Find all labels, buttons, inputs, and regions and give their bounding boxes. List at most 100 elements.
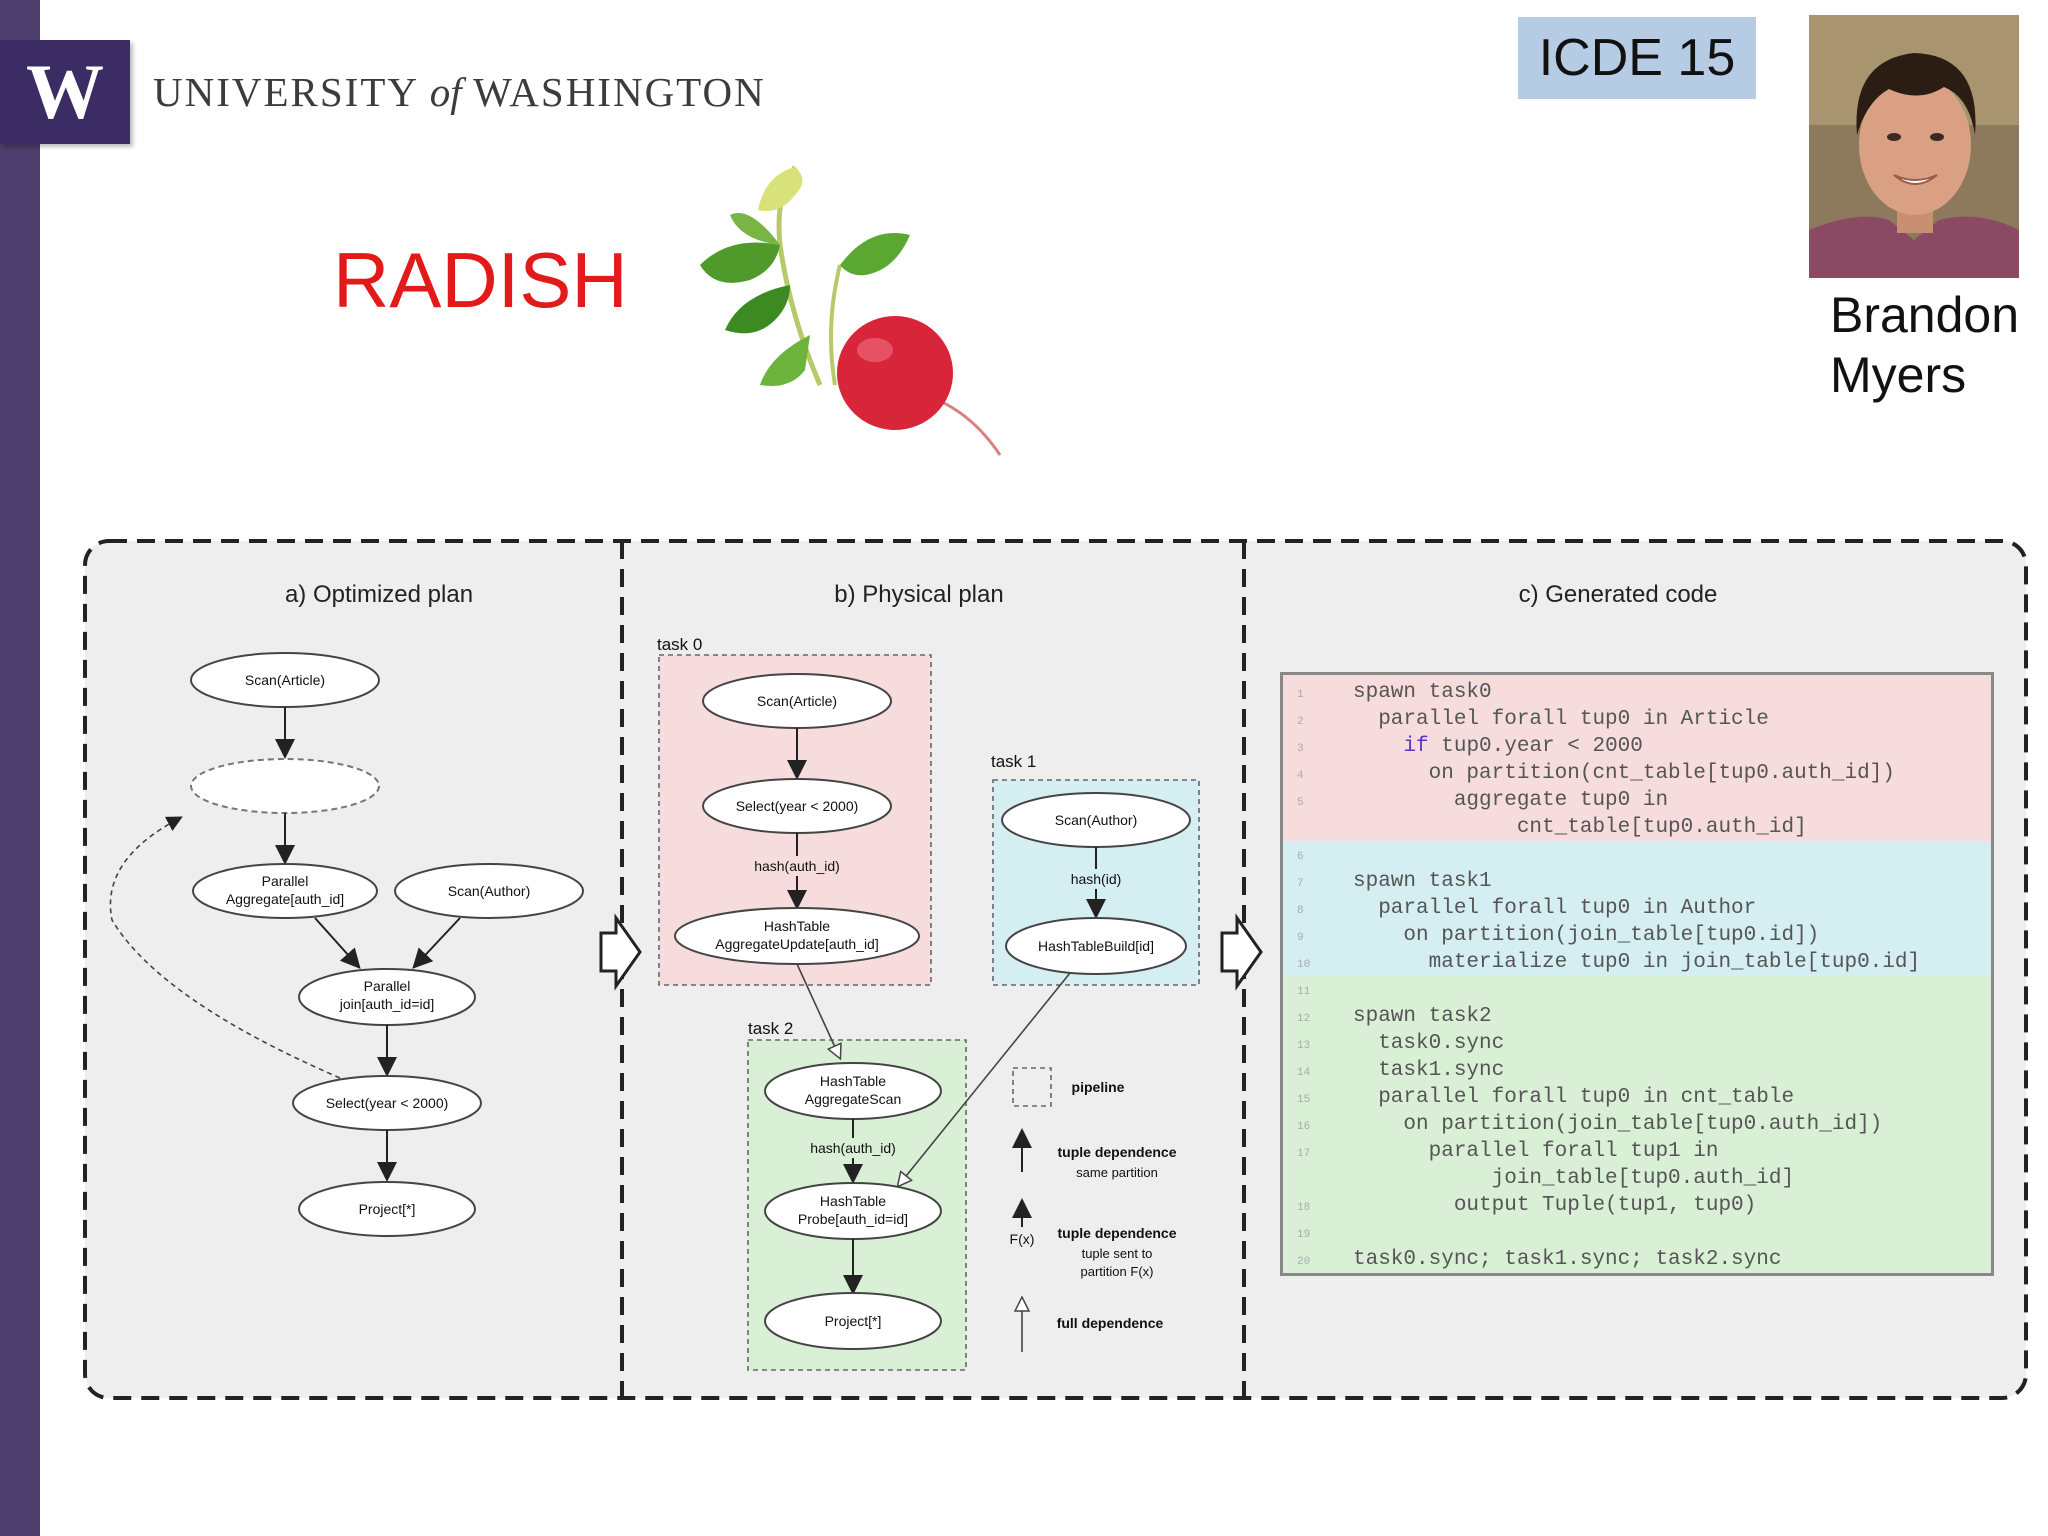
node-scan-author	[394, 863, 584, 919]
phys-agg-scan-label-2: AggregateScan	[805, 1091, 902, 1107]
line-number: 2	[1297, 716, 1304, 728]
university-name-post: WASHINGTON	[461, 69, 766, 115]
node-removed-placeholder	[190, 758, 380, 814]
code-text: on partition(join_table[tup0.auth_id])	[1353, 1113, 1883, 1136]
task1-label: task 1	[991, 752, 1036, 771]
panel-c-title: c) Generated code	[1519, 581, 1718, 608]
author-last-name: Myers	[1830, 347, 1967, 403]
phys-build	[1005, 917, 1187, 975]
line-number: 14	[1297, 1067, 1311, 1079]
university-name: UNIVERSITY of WASHINGTON	[153, 68, 766, 116]
transition-arrow-2	[1220, 913, 1263, 991]
panel-b-title: b) Physical plan	[834, 581, 1003, 608]
left-accent-bar	[0, 0, 40, 1536]
slide-title: RADISH	[333, 236, 628, 324]
node-parallel-aggregate-label-1: Parallel	[262, 873, 309, 889]
university-name-of: of	[429, 69, 462, 115]
phys-hash-auth-id-2: hash(auth_id)	[810, 1140, 896, 1156]
line-number: 11	[1297, 986, 1311, 998]
code-line: cnt_table[tup0.auth_id]	[1283, 814, 1807, 841]
generated-code: 1 spawn task0 2 parallel forall tup0 in Ar…	[1280, 672, 1994, 1276]
code-text: spawn task1	[1353, 870, 1492, 893]
code-line: 13 task0.sync	[1283, 1030, 1504, 1057]
code-line: 16 on partition(join_table[tup0.auth_id]…	[1283, 1111, 1882, 1138]
phys-scan-article-label: Scan(Article)	[757, 693, 837, 709]
phys-probe-label-1: HashTable	[820, 1193, 886, 1209]
line-number: 9	[1297, 932, 1304, 944]
line-number: 8	[1297, 905, 1304, 917]
radish-illustration	[700, 165, 1002, 456]
node-parallel-join-label-1: Parallel	[364, 978, 411, 994]
code-line: 11	[1283, 976, 1353, 1003]
legend-tuple-dep-2-label: tuple dependence	[1057, 1225, 1176, 1241]
author-name: Brandon Myers	[1830, 285, 2019, 405]
task2-label: task 2	[748, 1019, 793, 1038]
legend: pipeline tuple dependence same partition…	[1006, 1067, 1177, 1352]
line-number: 15	[1297, 1094, 1311, 1106]
code-text: task0.sync; task1.sync; task2.sync	[1353, 1248, 1782, 1271]
task0-label: task 0	[657, 635, 702, 654]
physical-plan: task 0 task 1 task 2 Scan(Article) Selec…	[657, 635, 1200, 1371]
code-line: 12 spawn task2	[1283, 1003, 1492, 1030]
code-line: 1 spawn task0	[1283, 679, 1492, 706]
code-text: cnt_table[tup0.auth_id]	[1353, 816, 1807, 839]
line-number: 5	[1297, 797, 1304, 809]
node-project	[298, 1181, 476, 1237]
author-first-name: Brandon	[1830, 287, 2020, 343]
line-number: 20	[1297, 1256, 1311, 1268]
phys-hash-id: hash(id)	[1071, 871, 1122, 887]
code-line: 15 parallel forall tup0 in cnt_table	[1283, 1084, 1794, 1111]
optimized-plan: Scan(Article) Parallel Aggregate[auth_id…	[109, 652, 584, 1237]
code-block-2	[1283, 976, 1991, 1273]
code-text: output Tuple(tup1, tup0)	[1353, 1194, 1757, 1217]
uw-logo-letter: W	[26, 48, 104, 135]
line-number: 1	[1297, 689, 1304, 701]
legend-fx-label: F(x)	[1010, 1231, 1035, 1247]
code-line: 20 task0.sync; task1.sync; task2.sync	[1283, 1246, 1781, 1273]
line-number: 12	[1297, 1013, 1311, 1025]
code-keyword: if	[1403, 735, 1429, 758]
phys-select-label: Select(year < 2000)	[736, 798, 859, 814]
code-block-0	[1283, 675, 1991, 841]
code-text: join_table[tup0.auth_id]	[1353, 1167, 1795, 1190]
code-line: 8 parallel forall tup0 in Author	[1283, 895, 1756, 922]
line-number: 4	[1297, 770, 1304, 782]
legend-pipeline-label: pipeline	[1072, 1079, 1125, 1095]
legend-tuple-dep-label: tuple dependence	[1057, 1144, 1176, 1160]
legend-pipeline-swatch	[1012, 1067, 1052, 1107]
code-text: spawn task2	[1353, 1005, 1492, 1028]
legend-full-dep-label: full dependence	[1057, 1315, 1164, 1331]
phys-agg-update-label-1: HashTable	[764, 918, 830, 934]
line-number: 3	[1297, 743, 1304, 755]
pushdown-arrow	[109, 816, 341, 1079]
legend-same-partition-label: same partition	[1076, 1165, 1158, 1180]
node-select-label: Select(year < 2000)	[326, 1095, 449, 1111]
code-indent	[1353, 735, 1403, 758]
code-text: on partition(join_table[tup0.id])	[1353, 924, 1820, 947]
panel-a-title: a) Optimized plan	[285, 581, 473, 608]
transition-arrow-1	[599, 913, 642, 991]
node-scan-author-label: Scan(Author)	[448, 883, 530, 899]
node-scan-article-label: Scan(Article)	[245, 672, 325, 688]
phys-project-label: Project[*]	[825, 1313, 882, 1329]
uw-logo: W	[0, 40, 130, 144]
code-line: 19	[1283, 1219, 1353, 1246]
line-number: 17	[1297, 1148, 1311, 1160]
node-parallel-aggregate-label-2: Aggregate[auth_id]	[226, 891, 344, 907]
code-text: aggregate tup0 in	[1353, 789, 1669, 812]
code-text: spawn task0	[1353, 681, 1492, 704]
legend-sent-1-label: tuple sent to	[1082, 1246, 1153, 1261]
code-text: parallel forall tup0 in Article	[1353, 708, 1769, 731]
code-line: 18 output Tuple(tup1, tup0)	[1283, 1192, 1756, 1219]
code-block-1	[1283, 841, 1991, 976]
line-number: 6	[1297, 851, 1304, 863]
full-dep-arrow-2	[898, 972, 1071, 1186]
line-number: 19	[1297, 1229, 1311, 1241]
full-dep-arrow-1	[796, 963, 840, 1058]
code-line: 6	[1283, 841, 1353, 868]
node-parallel-aggregate	[192, 863, 378, 919]
code-line: 17 parallel forall tup1 in	[1283, 1138, 1718, 1165]
code-text: task0.sync	[1353, 1032, 1505, 1055]
phys-agg-update-label-2: AggregateUpdate[auth_id]	[715, 936, 878, 952]
